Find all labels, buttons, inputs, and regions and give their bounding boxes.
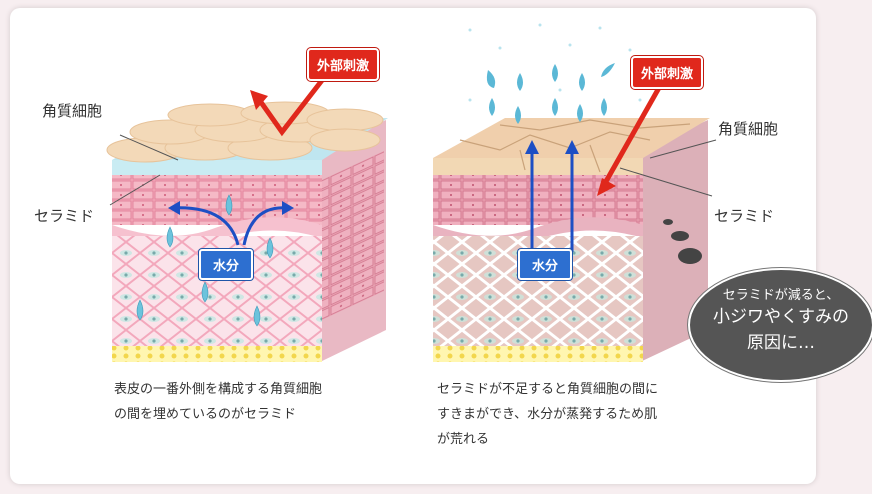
left-water-badge: 水分 — [199, 249, 254, 280]
ceramide-warning-bubble: セラミドが減ると、 小ジワやくすみの 原因に… — [688, 268, 872, 382]
right-caption: セラミドが不足すると角質細胞の間に すきまができ、水分が蒸発するため肌 が荒れる — [437, 377, 658, 452]
right-caption-line3: が荒れる — [437, 432, 490, 447]
bubble-line1: セラミドが減ると、 — [722, 288, 840, 303]
left-caption-line2: の間を埋めているのがセラミド — [114, 407, 297, 422]
right-skin-block — [433, 23, 717, 362]
bubble-line3: 原因に… — [747, 333, 815, 353]
right-external-stimulus-badge: 外部刺激 — [631, 56, 704, 89]
right-caption-line2: すきまができ、水分が蒸発するため肌 — [437, 407, 658, 422]
bubble-line2: 小ジワやくすみの — [713, 307, 849, 327]
left-corneocyte-label: 角質細胞 — [42, 102, 103, 120]
left-ceramide-label: セラミド — [34, 207, 95, 225]
right-corneocyte-label: 角質細胞 — [718, 120, 779, 138]
right-caption-line1: セラミドが不足すると角質細胞の間に — [437, 382, 659, 397]
left-external-stimulus-badge: 外部刺激 — [307, 48, 380, 81]
right-ceramide-label: セラミド — [714, 207, 775, 225]
left-caption-line1: 表皮の一番外側を構成する角質細胞 — [114, 382, 323, 397]
right-water-badge: 水分 — [518, 249, 573, 280]
left-skin-block — [106, 68, 388, 362]
left-caption: 表皮の一番外側を構成する角質細胞 の間を埋めているのがセラミド — [114, 377, 322, 427]
